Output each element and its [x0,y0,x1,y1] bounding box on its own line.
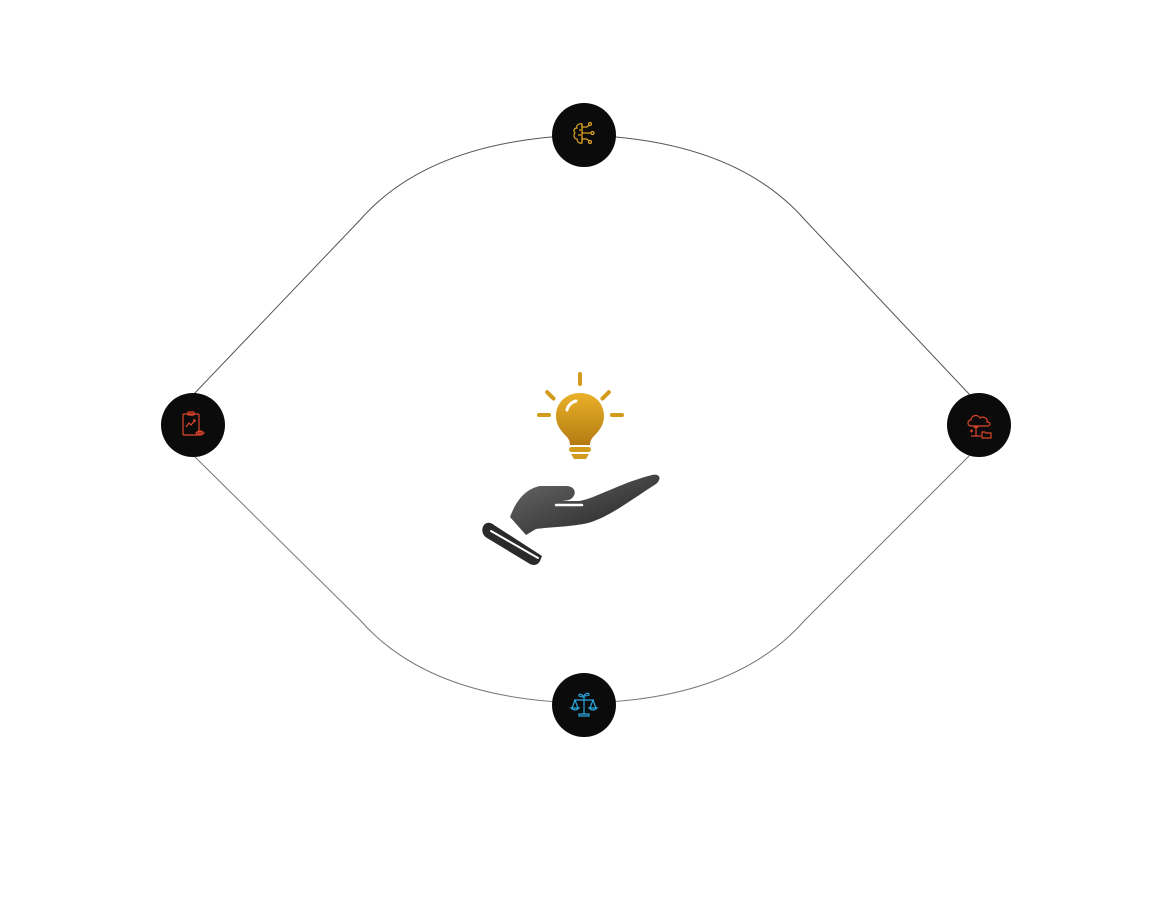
balance-scale-sprout-icon [569,692,599,717]
ai-brain-node[interactable] [552,103,616,167]
connector-top-left [192,134,585,396]
cloud-transfer-node[interactable] [947,393,1011,457]
cloud-folder-transfer-icon [967,414,992,439]
ai-brain-network-icon [573,121,595,145]
connector-top-right [583,134,971,396]
report-monitoring-node[interactable] [161,393,225,457]
connector-bottom-left [192,454,585,704]
balance-growth-node[interactable] [552,673,616,737]
center-illustration [470,365,670,575]
report-chart-eye-icon [182,411,205,436]
lightbulb-icon [537,372,624,459]
open-hand-icon [482,474,660,565]
connector-bottom-right [583,454,971,704]
